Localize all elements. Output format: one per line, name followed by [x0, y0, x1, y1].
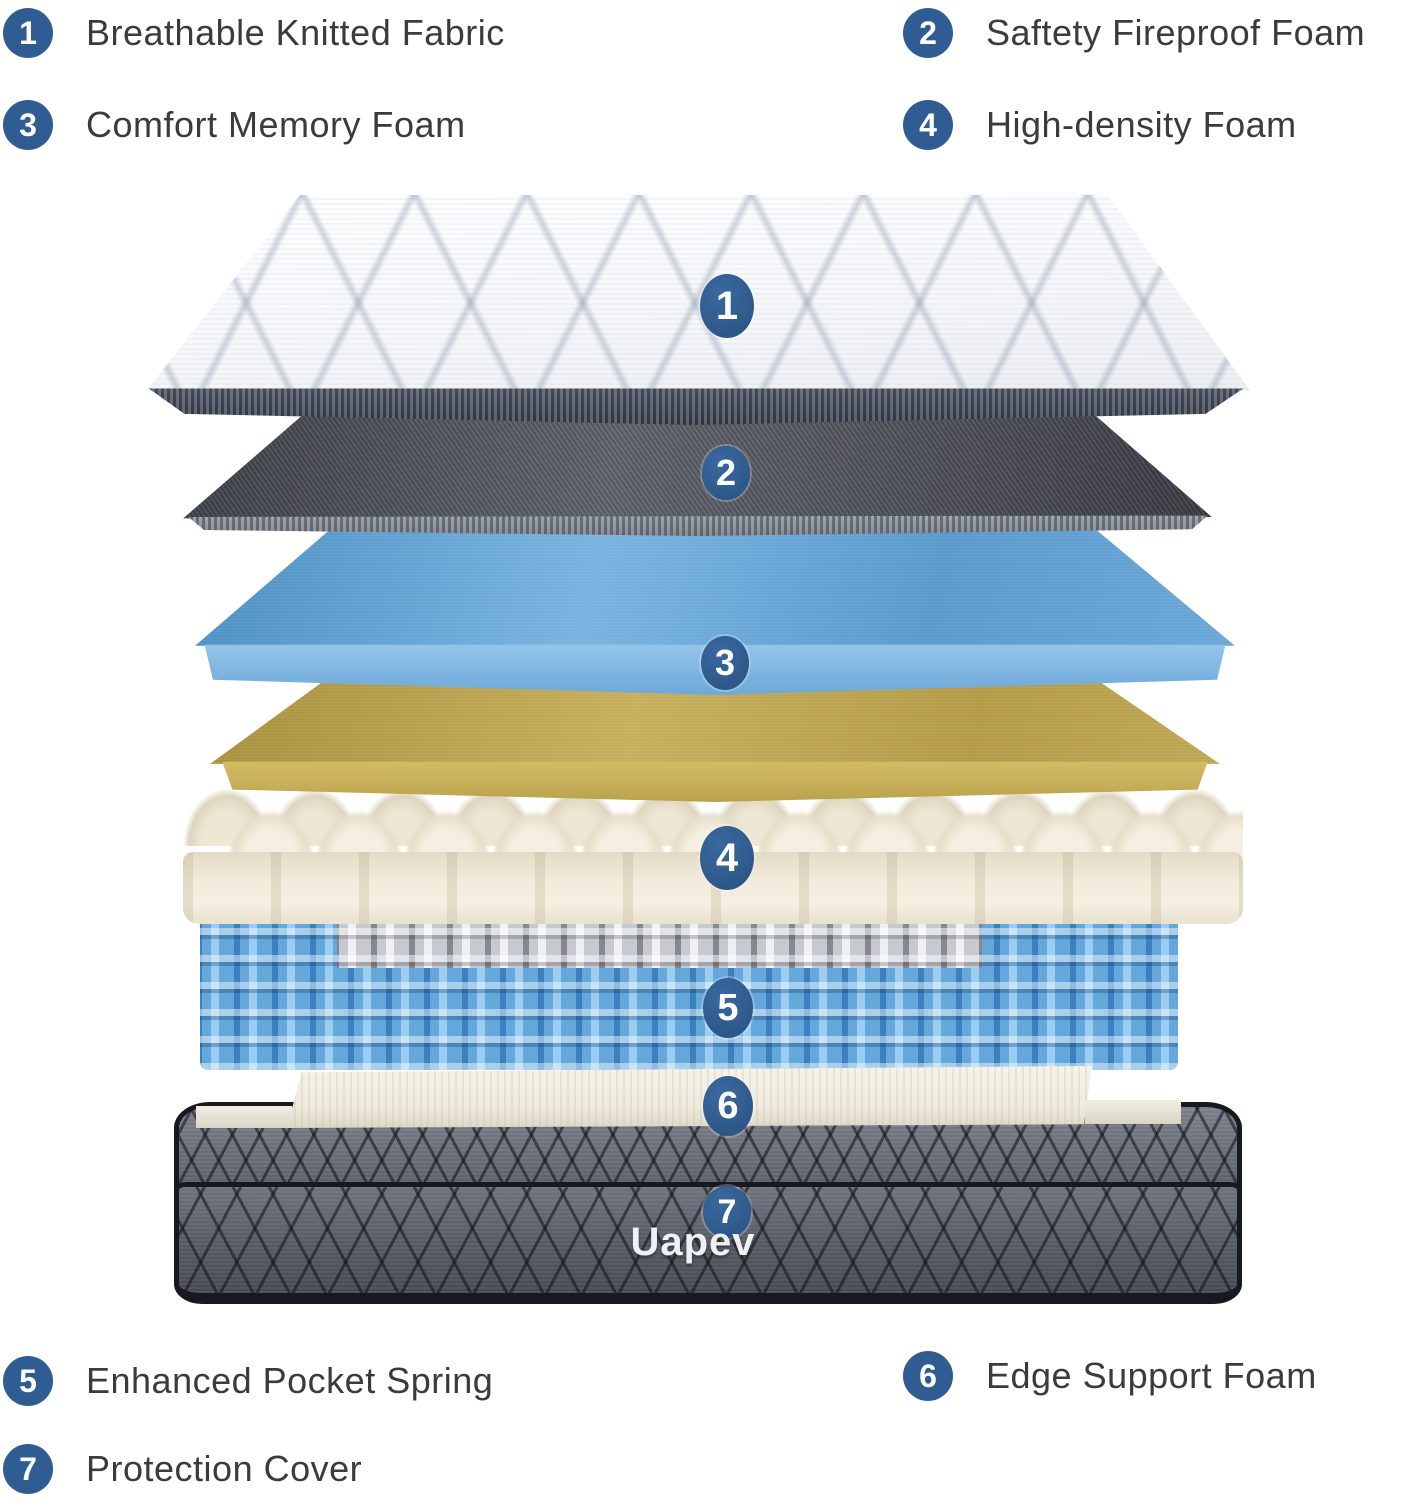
legend-item-protection-cover: 7 Protection Cover: [3, 1444, 362, 1494]
diagram-badge-7: 7: [703, 1186, 751, 1238]
layer-6-edge-support-foam: [287, 1066, 1092, 1128]
edge-foam-left-rail: [196, 1106, 292, 1128]
number-6-badge: 6: [903, 1351, 953, 1401]
diagram-badge-4: 4: [700, 826, 754, 890]
legend-item-safety-fireproof-foam: 2 Saftety Fireproof Foam: [903, 8, 1365, 58]
layer-5-pocket-spring-block: [200, 908, 1178, 1070]
legend-item-high-density-foam: 4 High-density Foam: [903, 100, 1297, 150]
diagram-badge-1: 1: [700, 274, 754, 338]
legend-item-breathable-knitted-fabric: 1 Breathable Knitted Fabric: [3, 8, 505, 58]
layer-1-breathable-knitted-fabric: [140, 195, 1250, 425]
number-7-badge: 7: [3, 1444, 53, 1494]
diagram-badge-6: 6: [703, 1076, 753, 1136]
legend-label-protection-cover: Protection Cover: [86, 1448, 363, 1489]
layer-1-quilted-top-face: [146, 195, 1250, 391]
number-4-badge: 4: [903, 100, 953, 150]
diagram-badge-2: 2: [702, 446, 750, 500]
number-1-badge: 1: [3, 8, 53, 58]
legend-item-edge-support-foam: 6 Edge Support Foam: [903, 1351, 1317, 1401]
diagram-badge-3: 3: [701, 636, 749, 690]
edge-foam-right-rail: [1085, 1100, 1181, 1124]
legend-label-enhanced-pocket-spring: Enhanced Pocket Spring: [86, 1360, 494, 1401]
number-3-badge: 3: [3, 100, 53, 150]
legend-label-safety-fireproof-foam: Saftety Fireproof Foam: [986, 12, 1366, 53]
number-2-badge: 2: [903, 8, 953, 58]
legend-item-comfort-memory-foam: 3 Comfort Memory Foam: [3, 100, 466, 150]
layer-3-top-face: [195, 525, 1235, 646]
legend-label-high-density-foam: High-density Foam: [986, 104, 1297, 145]
diagram-badge-5: 5: [703, 978, 753, 1038]
legend-label-edge-support-foam: Edge Support Foam: [986, 1355, 1317, 1396]
legend-label-comfort-memory-foam: Comfort Memory Foam: [86, 104, 466, 145]
legend-item-enhanced-pocket-spring: 5 Enhanced Pocket Spring: [3, 1356, 493, 1406]
number-5-badge: 5: [3, 1356, 53, 1406]
legend-label-breathable-knitted-fabric: Breathable Knitted Fabric: [86, 12, 505, 53]
brand-logo: Uapev: [630, 1220, 756, 1264]
base-main-band: [174, 1182, 1242, 1304]
layer-2-front-rim: [188, 515, 1208, 536]
